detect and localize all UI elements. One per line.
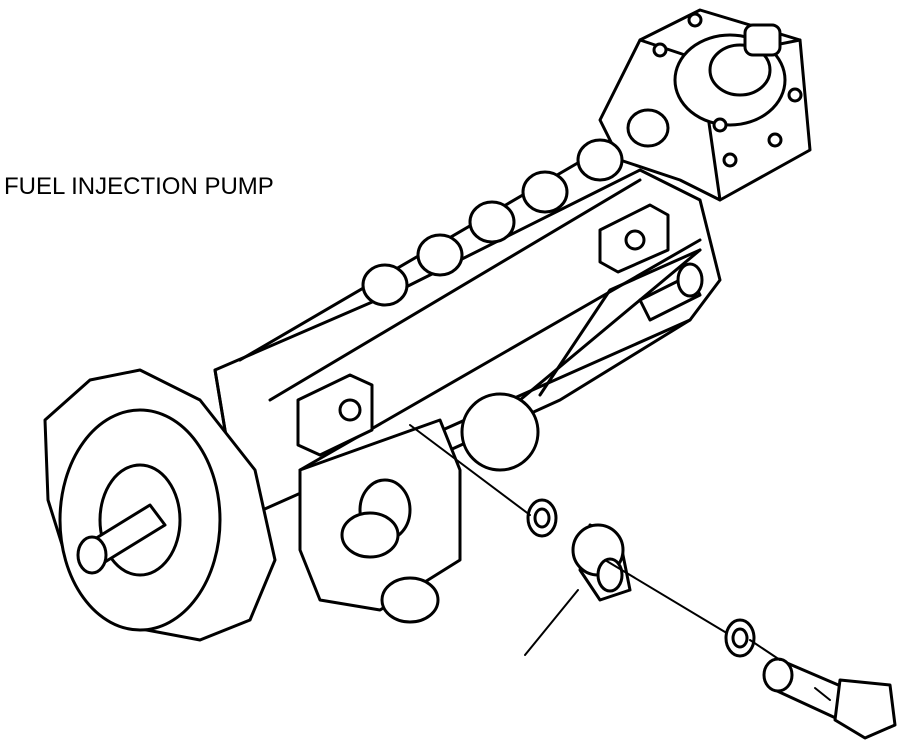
alignment-lines [409, 424, 781, 661]
fuel-injection-pump-label: FUEL INJECTION PUMP [4, 173, 274, 200]
drive-shaft [76, 503, 167, 575]
injector-outlets [361, 108, 670, 307]
washer-upper [526, 498, 558, 538]
side-fitting [638, 262, 704, 322]
governor-housing [598, 8, 812, 202]
banjo-bolt [762, 657, 897, 740]
mounting-blocks [296, 203, 670, 457]
drive-flange [43, 368, 277, 642]
pump-body [213, 148, 722, 522]
leader-line [524, 589, 579, 656]
banjo-fitting [571, 523, 632, 602]
fuel-inlet-port [298, 392, 540, 624]
washer-lower [724, 618, 756, 658]
